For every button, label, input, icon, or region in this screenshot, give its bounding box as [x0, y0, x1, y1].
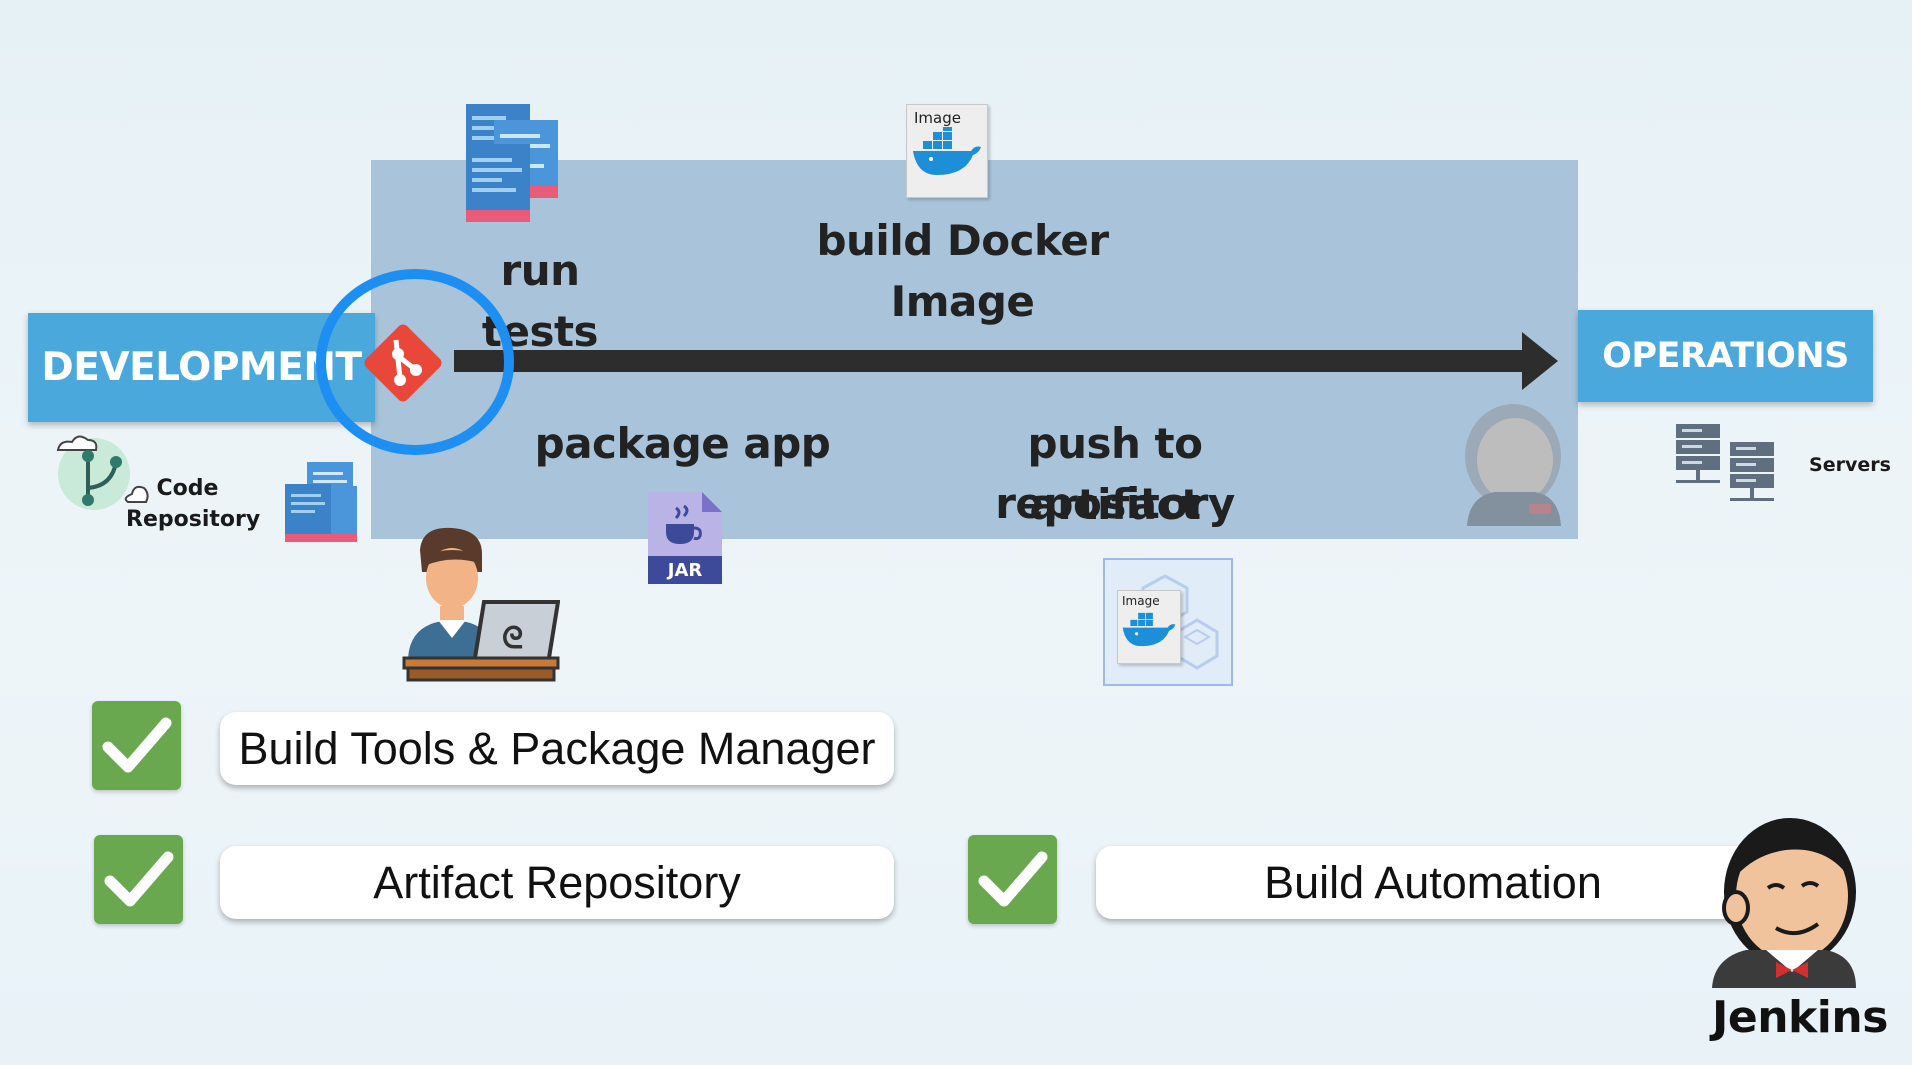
jenkins-faded-icon [1465, 404, 1561, 526]
checklist-item-label: Build Automation [1264, 856, 1602, 908]
jar-label: JAR [666, 560, 703, 581]
push-label-line2: repository [995, 479, 1235, 528]
check-icon [94, 835, 183, 924]
build-docker-label-line2: Image [890, 277, 1035, 326]
docker-whale-icon [913, 124, 981, 175]
jenkins-logo [1712, 818, 1856, 988]
git-icon [364, 324, 442, 402]
development-stage: DEVELOPMENT [28, 313, 375, 422]
jar-file-icon: JAR [648, 492, 722, 584]
pipeline-arrow [454, 332, 1558, 390]
build-docker-label-line1: build Docker [816, 216, 1109, 265]
servers-icon [1676, 424, 1774, 501]
docker-image-icon: Image [906, 104, 988, 198]
development-label: DEVELOPMENT [41, 345, 362, 390]
run-tests-label: run tests [481, 246, 599, 356]
code-files-small-icon [285, 462, 357, 542]
code-files-icon [466, 104, 558, 222]
code-repository-icon [56, 435, 149, 510]
checklist-item-build-automation: Build Automation [1096, 846, 1770, 919]
artifact-repository-icon: Image [1103, 558, 1233, 686]
package-app-label: package app [534, 419, 831, 468]
artifact-image-label: Image [1122, 594, 1160, 608]
artifact-docker-whale-icon [1122, 612, 1176, 647]
code-repo-label-line2: Repository [126, 507, 261, 532]
check-icon [968, 835, 1057, 924]
check-icon [92, 701, 181, 790]
docker-image-label: Image [914, 109, 961, 127]
svg-text:ᘓ: ᘓ [502, 621, 523, 656]
jenkins-brand-label: Jenkins [1712, 992, 1888, 1043]
checklist-item-build-tools: Build Tools & Package Manager [220, 712, 894, 785]
checklist-item-artifact-repository: Artifact Repository [220, 846, 894, 919]
push-label-line1: push to artifact [1027, 419, 1203, 529]
servers-label: Servers [1809, 454, 1891, 476]
operations-stage: OPERATIONS [1578, 310, 1873, 402]
operations-label: OPERATIONS [1602, 336, 1849, 376]
checklist-item-label: Artifact Repository [373, 856, 741, 908]
checklist-item-label: Build Tools & Package Manager [238, 722, 876, 774]
code-repo-label-line1: Code [156, 476, 219, 501]
git-highlight-ring [316, 269, 514, 455]
developer-icon: ᘓ [402, 527, 560, 682]
artifact-docker-image-icon: Image [1117, 590, 1181, 664]
pipeline-band [371, 160, 1578, 539]
